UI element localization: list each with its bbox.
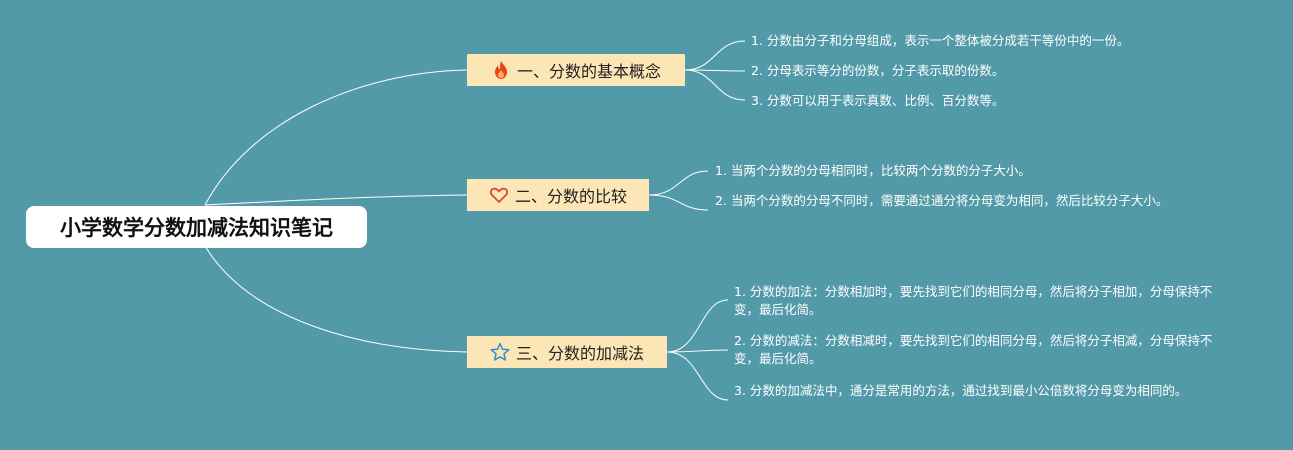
connector-b2-leaf-1 <box>648 170 709 196</box>
connector-b1-leaf-3 <box>684 69 746 101</box>
branch-node-add-subtract[interactable]: 三、分数的加减法 <box>467 336 667 368</box>
branch-node-basic-concept[interactable]: 一、分数的基本概念 <box>467 54 685 86</box>
leaf-text: 2. 当两个分数的分母不同时，需要通过通分将分母变为相同，然后比较分子大小。 <box>715 193 1169 208</box>
fire-icon <box>491 60 511 80</box>
leaf-text: 3. 分数的加减法中，通分是常用的方法，通过找到最小公倍数将分母变为相同的。 <box>734 383 1188 398</box>
connector-b3-leaf-3 <box>666 351 729 401</box>
leaf-text: 1. 分数的加法：分数相加时，要先找到它们的相同分母，然后将分子相加，分母保持不… <box>734 284 1213 317</box>
branch-label: 三、分数的加减法 <box>515 344 644 363</box>
connector-b1-leaf-2 <box>684 69 746 72</box>
branch-node-comparison[interactable]: 二、分数的比较 <box>467 179 649 211</box>
leaf-text: 3. 分数可以用于表示真数、比例、百分数等。 <box>751 93 1005 108</box>
connector-b3-leaf-1 <box>666 299 729 353</box>
connector-b2-leaf-2 <box>648 194 709 211</box>
root-node[interactable]: 小学数学分数加减法知识笔记 <box>26 206 367 248</box>
connector-root-branch-3 <box>204 245 468 353</box>
leaf-text: 1. 分数由分子和分母组成，表示一个整体被分成若干等份中的一份。 <box>751 33 1130 48</box>
connector-b3-leaf-2 <box>666 349 729 353</box>
leaf-text: 2. 分数的减法：分数相减时，要先找到它们的相同分母，然后将分子相减，分母保持不… <box>734 333 1213 366</box>
leaf-text: 1. 当两个分数的分母相同时，比较两个分数的分子大小。 <box>715 163 1031 178</box>
connector-b1-leaf-1 <box>684 40 746 71</box>
connector-root-branch-1 <box>204 69 468 206</box>
root-title: 小学数学分数加减法知识笔记 <box>60 216 333 240</box>
leaf-text: 2. 分母表示等分的份数，分子表示取的份数。 <box>751 63 1005 78</box>
star-icon <box>490 342 510 362</box>
branch-label: 一、分数的基本概念 <box>516 62 661 81</box>
connector-root-branch-2 <box>204 194 468 206</box>
branch-label: 二、分数的比较 <box>514 187 627 206</box>
heart-icon <box>489 185 509 205</box>
